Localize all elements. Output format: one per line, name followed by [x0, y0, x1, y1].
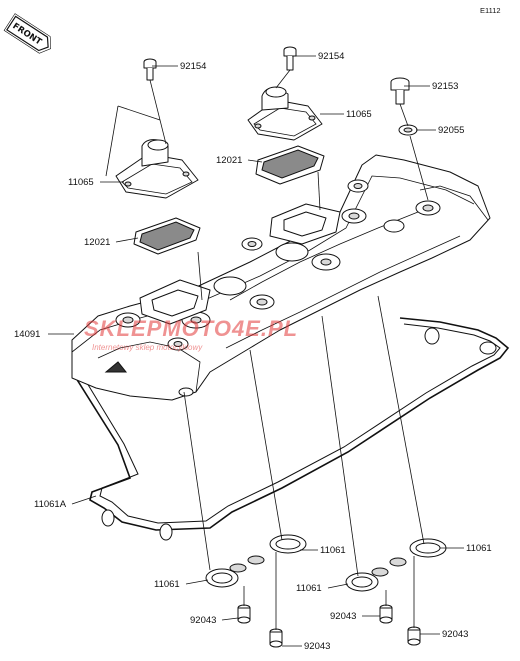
- label-seal-mid: 11061: [296, 583, 322, 594]
- watermark: SKLEPMOTO4E.PL Internetowy sklep motocyk…: [84, 316, 298, 352]
- label-seal-right: 11061: [466, 543, 492, 554]
- plug-seal-mid: [345, 557, 407, 592]
- label-collar-left: 92043: [190, 615, 216, 626]
- label-grommet: 92055: [438, 125, 464, 136]
- label-seal-center: 11061: [320, 545, 346, 556]
- leader-lines: [48, 55, 464, 647]
- breather-cover-right: [247, 86, 323, 141]
- label-gasket: 11061A: [34, 499, 67, 510]
- diagram-code: E1112: [480, 6, 501, 15]
- front-badge: FRONT: [3, 13, 51, 54]
- label-collar-center: 92043: [304, 641, 330, 652]
- part-labels: 92154 92154 92153 92055 11065 11065 1202…: [14, 51, 492, 652]
- plug-seal-left: [205, 555, 265, 588]
- watermark-tagline: Internetowy sklep motocyklowy: [92, 343, 203, 352]
- plug-seal-right: [409, 538, 447, 558]
- plug-seal-center: [269, 534, 307, 554]
- label-bolt-top-right: 92154: [318, 51, 344, 62]
- label-cover-left: 11065: [68, 177, 94, 188]
- valve-cover-gasket: [73, 317, 510, 541]
- label-bolt-right: 92153: [432, 81, 458, 92]
- special-bolt: [390, 77, 410, 105]
- label-bolt-top-left: 92154: [180, 61, 206, 72]
- label-filter-right: 12021: [216, 155, 242, 166]
- valve-cover: [71, 154, 491, 401]
- filter-plate-left: [133, 217, 201, 255]
- label-collar-right: 92043: [442, 629, 468, 640]
- label-seal-left: 11061: [154, 579, 180, 590]
- bolt-left: [143, 58, 157, 81]
- grommet: [398, 124, 418, 136]
- collar-center: [269, 628, 283, 648]
- collar-mid: [379, 604, 393, 624]
- watermark-brand: SKLEPMOTO4E.PL: [84, 316, 298, 341]
- label-collar-mid: 92043: [330, 611, 356, 622]
- filter-plate-right: [255, 145, 325, 185]
- collar-right: [407, 626, 421, 646]
- label-valve-cover: 14091: [14, 329, 40, 340]
- bolt-right: [283, 46, 297, 71]
- label-cover-right: 11065: [346, 109, 372, 120]
- collar-left: [237, 604, 251, 624]
- breather-cover-left: [115, 139, 199, 199]
- label-filter-left: 12021: [84, 237, 110, 248]
